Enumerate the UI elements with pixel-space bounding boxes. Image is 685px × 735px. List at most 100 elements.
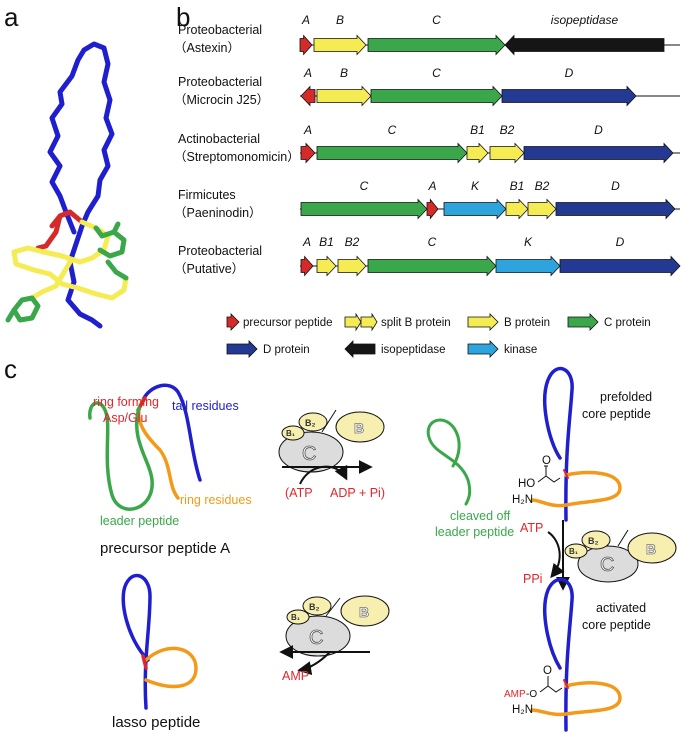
legend-item-yellow: B protein (467, 313, 550, 331)
ring-forming-label-2: Asp/Glu (103, 411, 148, 425)
enzyme-b-3 (340, 595, 390, 627)
gene-arrow-a (299, 34, 313, 56)
gene-arrow-isopeptidase (504, 34, 665, 56)
gene-label: D (611, 179, 620, 193)
ppi-label: PPi (523, 572, 542, 586)
enzyme-b2-2-label: B₂ (588, 536, 599, 546)
amp-out-label: AMP (282, 669, 309, 683)
cluster-name: Actinobacterial (178, 132, 260, 146)
prefolded-h2n-label: H₂N (512, 494, 533, 506)
activated-o-label: O (543, 665, 552, 677)
enzyme-complex-3: C B B₂ B₁ (285, 595, 390, 657)
legend-item-navy: D protein (226, 340, 310, 358)
gene-arrow-b2 (337, 255, 367, 277)
cleaved-label-1: cleaved off (450, 509, 511, 523)
gene-label: isopeptidase (551, 13, 619, 27)
gene-arrow-c (300, 198, 428, 220)
gene-arrow-a (300, 85, 316, 107)
gene-arrow-b2 (527, 198, 557, 220)
enzyme-b-1 (335, 411, 385, 443)
cluster-name: Proteobacterial (178, 75, 262, 89)
prefolded-core-peptide (530, 366, 622, 522)
ring-residues-label: ring residues (180, 493, 252, 507)
legend-swatch (344, 312, 362, 332)
enzyme-b1-2-label: B₁ (569, 547, 579, 556)
legend-item-red: precursor peptide (226, 313, 333, 331)
legend-swatch (226, 313, 240, 331)
enzyme-b2-1-label: B₂ (305, 418, 316, 428)
activated-h2n-label: H₂N (512, 704, 533, 716)
gene-arrow-k (495, 255, 561, 277)
enzyme-complex-2: C B B₂ B₁ (564, 529, 677, 583)
legend-swatch (226, 340, 258, 358)
activated-label-1: activated (596, 601, 646, 615)
legend-swatch (467, 340, 499, 358)
gene-arrow-b (313, 34, 367, 56)
atp-label-1: (ATP (285, 486, 313, 500)
precursor-green-leader (88, 401, 154, 511)
enzyme-c-3-label: C (309, 627, 323, 649)
gene-arrow-c (367, 34, 506, 56)
activated-core-peptide (530, 577, 622, 732)
gene-label: A (303, 123, 312, 137)
atp-label-2: ATP (520, 521, 543, 535)
gene-label: B (336, 13, 344, 27)
panel-c-label: c (4, 354, 17, 384)
gene-arrow-a (300, 142, 316, 164)
gene-label: B2 (535, 179, 550, 193)
legend-label: D protein (263, 344, 310, 356)
ring-forming-label-1: ring forming (93, 395, 159, 409)
enzyme-b-2 (627, 532, 677, 564)
gene-label: B (340, 66, 348, 80)
precursor-title: precursor peptide A (100, 540, 230, 557)
activated-sidechain (539, 676, 563, 693)
enzyme-c-2-label: C (600, 554, 614, 576)
gene-arrow-a (426, 198, 439, 220)
gene-label: B1 (319, 235, 334, 249)
legend-item-black: isopeptidase (344, 340, 446, 358)
gene-arrow-d (555, 198, 676, 220)
precursor-blue-tail (141, 383, 202, 482)
legend-swatch (467, 313, 499, 331)
enzyme-b-2-label: B (646, 541, 656, 557)
cluster-subtitle: （Astexin） (174, 41, 240, 55)
legend-item-splitB: split B protein (344, 312, 451, 332)
gene-arrow-a (300, 255, 314, 277)
gene-arrow-b (316, 85, 372, 107)
activated-label-2: core peptide (582, 618, 651, 632)
structure-green-sidechain-1 (93, 221, 127, 259)
gene-arrow-b1 (316, 255, 337, 277)
activated-amp-label: AMP (504, 689, 526, 700)
panel-b-label: b (176, 2, 190, 32)
gene-label: K (524, 235, 533, 249)
cluster-subtitle: （Microcin J25） (174, 93, 269, 107)
gene-arrow-d (523, 142, 674, 164)
gene-arrow-c (316, 142, 468, 164)
enzyme-c-1-label: C (302, 443, 316, 465)
prefolded-sidechain (537, 465, 561, 483)
enzyme-b1-1 (281, 425, 305, 441)
gene-label: K (471, 179, 480, 193)
legend-item-green: C protein (567, 313, 651, 331)
legend-label: kinase (504, 344, 537, 356)
reaction-curve-2 (547, 531, 565, 579)
gene-label: C (428, 235, 437, 249)
adp-pi-label: ADP + Pi) (330, 486, 385, 500)
reaction-curve-3 (297, 651, 331, 676)
gene-label: C (360, 179, 369, 193)
legend-item-cyan: kinase (467, 340, 537, 358)
gene-arrow-d (559, 255, 681, 277)
cluster-subtitle: （Streptomonomicin） (174, 150, 300, 164)
leader-peptide-label: leader peptide (100, 514, 179, 528)
enzyme-b2-3-label: B₂ (309, 602, 320, 612)
gene-label: D (594, 123, 603, 137)
legend-label: precursor peptide (243, 317, 333, 329)
gene-label: C (432, 13, 441, 27)
gene-label: D (565, 66, 574, 80)
enzyme-c-2 (577, 545, 639, 583)
gene-label: B2 (345, 235, 360, 249)
